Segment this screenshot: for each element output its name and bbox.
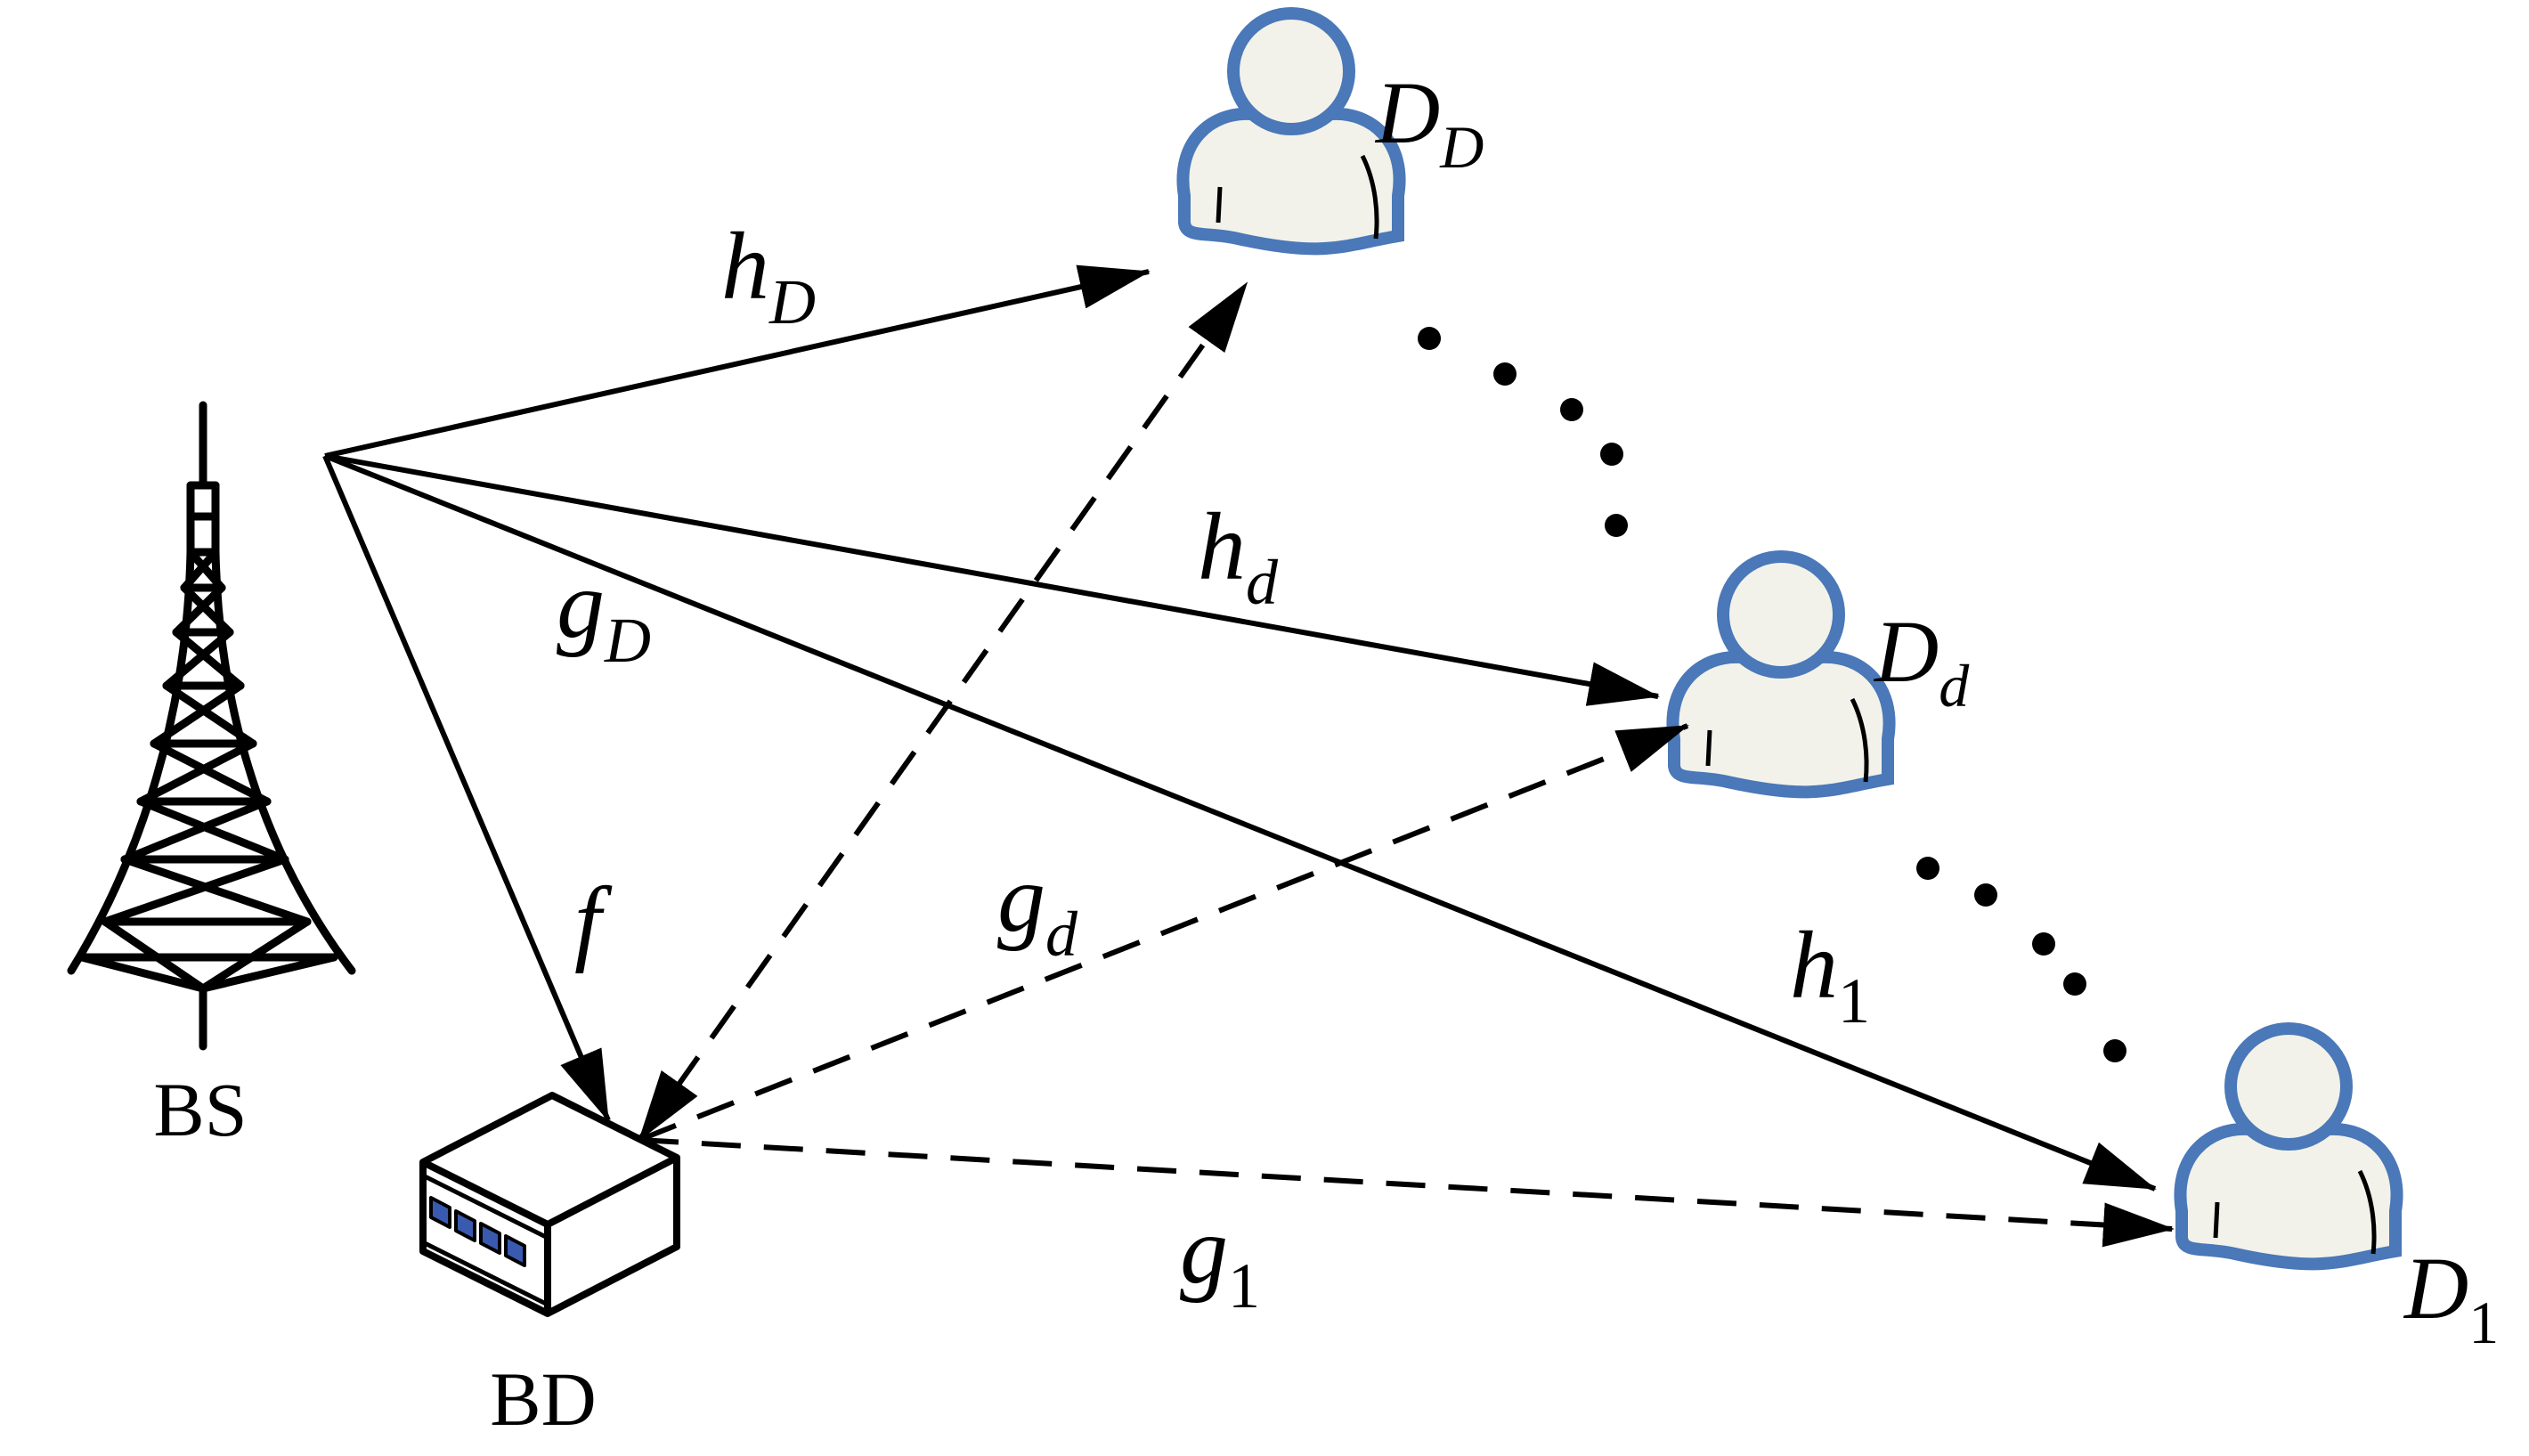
- label-g-1: g1: [1180, 1198, 1260, 1322]
- link-f: [322, 454, 611, 1122]
- bs-label: BS: [153, 1067, 247, 1152]
- backscatter-device-icon: [419, 1092, 680, 1317]
- tower-icon: [67, 401, 356, 1051]
- label-h-1: h1: [1790, 913, 1870, 1037]
- user-icon: [1666, 550, 1896, 799]
- ellipsis-dots-lower: [1916, 857, 2126, 1062]
- user-icon: [1176, 7, 1406, 256]
- user-label-1: D1: [2403, 1239, 2499, 1356]
- link-g-D: [637, 281, 1249, 1142]
- ellipsis-dots-upper: [1418, 327, 1628, 537]
- link-g-d: [638, 723, 1689, 1143]
- user-label-d: Dd: [1873, 602, 1970, 720]
- label-h-d: hd: [1198, 494, 1279, 618]
- label-h-D: hD: [721, 214, 816, 338]
- label-g-D: gD: [557, 552, 651, 676]
- label-g-d: gd: [997, 846, 1078, 970]
- link-g-1: [638, 1137, 2175, 1248]
- link-h-d: [324, 453, 1660, 706]
- bd-label: BD: [490, 1356, 596, 1442]
- dashed-links: [637, 281, 2175, 1248]
- user-label-D: DD: [1374, 63, 1484, 181]
- user-icon: [2174, 1022, 2403, 1271]
- label-f: f: [574, 868, 613, 974]
